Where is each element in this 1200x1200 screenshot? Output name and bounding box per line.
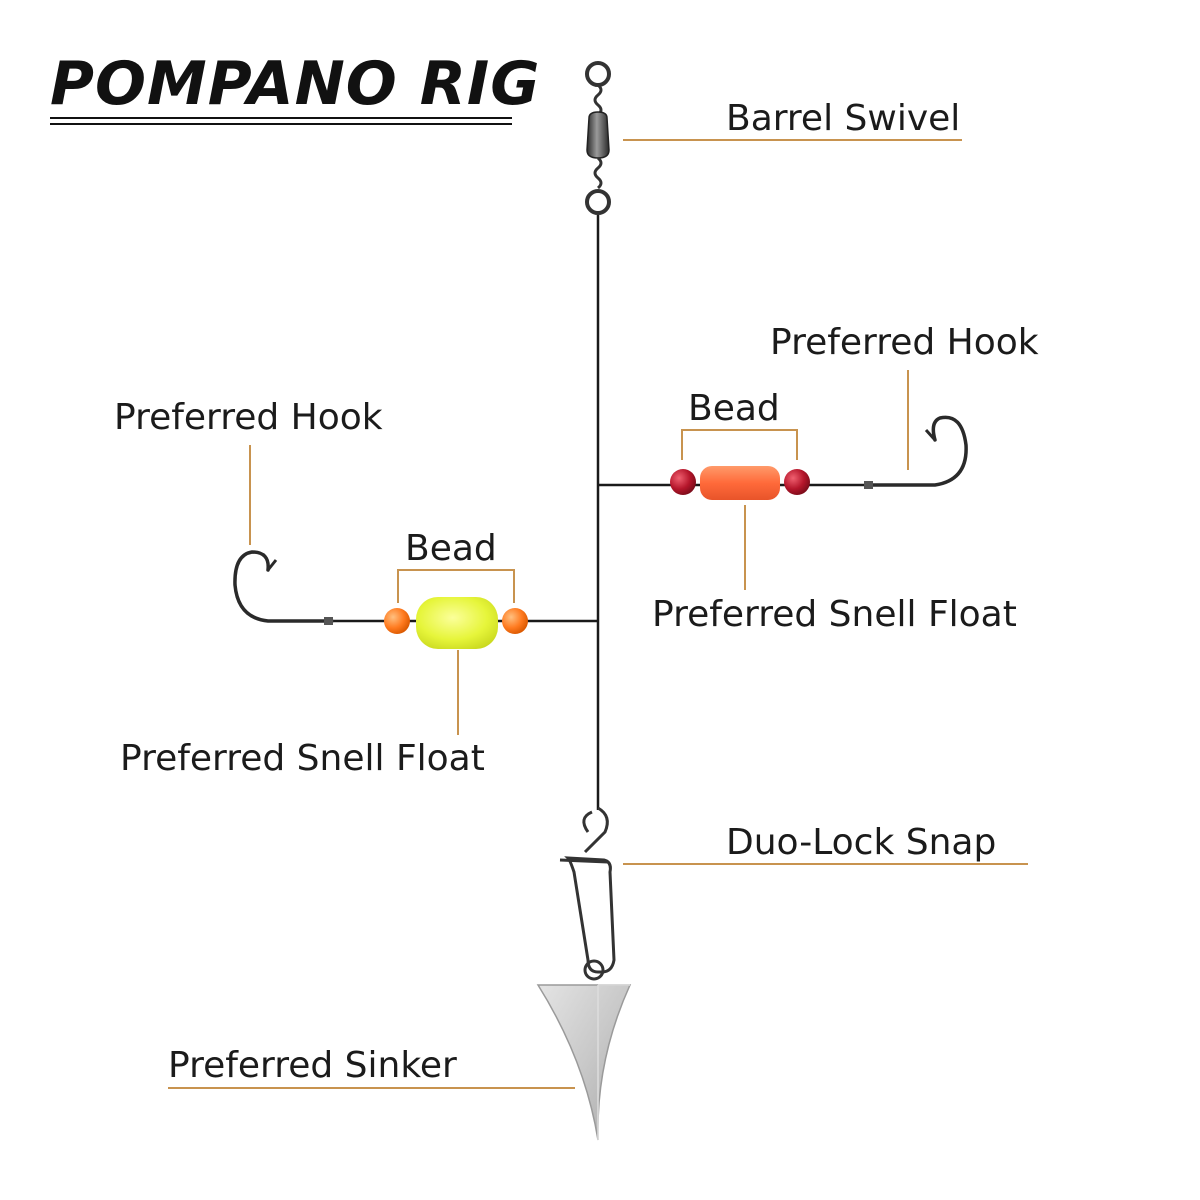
bead-left-bracket [397,569,515,603]
snell-float-left [384,597,528,649]
label-hook-left: Preferred Hook [114,397,383,438]
bead-left-2 [502,608,528,634]
label-sinker: Preferred Sinker [168,1045,457,1086]
hook-right [864,415,968,489]
hook-left [233,550,334,625]
label-float-right: Preferred Snell Float [652,594,1017,635]
pyramid-sinker [536,959,632,1141]
bead-right-1 [670,469,696,495]
bead-left-1 [384,608,410,634]
label-bead-right: Bead [688,388,780,429]
bead-right-bracket [681,429,798,460]
duo-lock-snap [559,806,616,974]
float-left [416,597,498,649]
barrel-swivel [585,61,611,215]
title-underline-top [50,117,512,119]
page-title: POMPANO RIG [50,49,541,119]
label-bead-left: Bead [405,528,497,569]
snell-float-right [670,466,810,500]
bead-right-2 [784,469,810,495]
title-underline-bottom [50,123,512,125]
label-float-left: Preferred Snell Float [120,738,485,779]
callout-lines [168,139,1028,1089]
label-hook-right: Preferred Hook [770,322,1039,363]
label-duo-lock-snap: Duo-Lock Snap [726,822,997,863]
float-right [700,466,780,500]
label-barrel-swivel: Barrel Swivel [726,98,961,139]
